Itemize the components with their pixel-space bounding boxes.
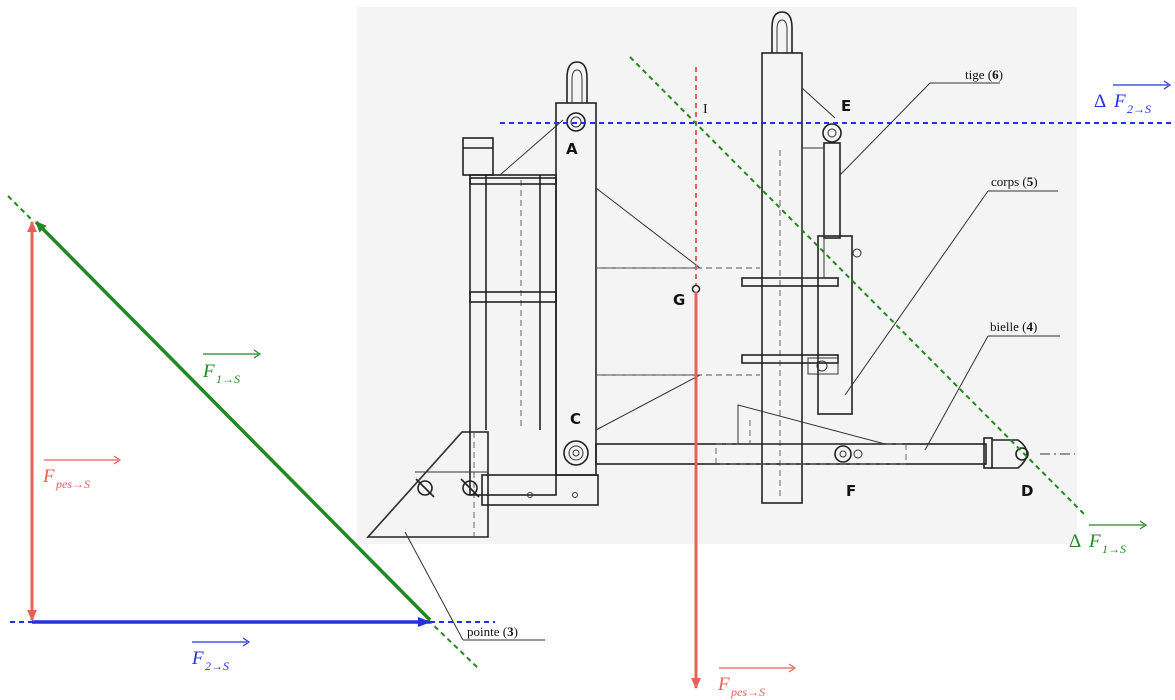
label-f2: F 2→S (191, 637, 251, 673)
svg-text:Δ: Δ (1069, 531, 1081, 552)
svg-text:F: F (1088, 531, 1101, 552)
svg-text:F: F (42, 466, 55, 487)
point-label-a: A (566, 140, 578, 158)
point-label-g: G (673, 291, 685, 309)
label-f1: F 1→S (202, 349, 262, 386)
label-fpes-triangle: F pes→S (42, 455, 122, 491)
callout-pointe: pointe (3) (467, 624, 518, 639)
point-label-i: I (703, 102, 708, 117)
f1-vector-arrow (34, 220, 432, 622)
svg-text:F: F (717, 674, 730, 695)
svg-text:1→S: 1→S (216, 372, 240, 386)
callout-tige: tige (6) (965, 67, 1003, 82)
drawing-background (357, 7, 1077, 544)
mechanism-drawing (366, 11, 1075, 538)
svg-text:pes→S: pes→S (730, 685, 765, 699)
svg-text:F: F (1113, 91, 1126, 112)
callout-bielle: bielle (4) (990, 319, 1037, 334)
label-fpes-bottom: F pes→S (717, 663, 797, 699)
svg-text:F: F (191, 648, 204, 669)
callout-corps: corps (5) (991, 174, 1038, 189)
label-delta-f2: Δ F 2→S (1094, 80, 1172, 116)
point-label-c: C (570, 410, 581, 428)
triangle-green-dotted-ext-top (7, 195, 33, 221)
callout-leaders (404, 82, 1060, 641)
svg-text:1→S: 1→S (1102, 542, 1126, 556)
svg-text:2→S: 2→S (1127, 102, 1151, 116)
point-label-d: D (1021, 482, 1033, 500)
svg-text:pes→S: pes→S (55, 477, 90, 491)
svg-text:Δ: Δ (1094, 91, 1106, 112)
point-label-f: F (846, 482, 856, 500)
triangle-green-dotted-ext-bottom (427, 619, 479, 669)
svg-text:F: F (202, 361, 215, 382)
force-triangle (7, 195, 495, 669)
svg-text:2→S: 2→S (205, 659, 229, 673)
label-delta-f1: Δ F 1→S (1069, 520, 1148, 556)
point-label-e: E (841, 97, 851, 115)
